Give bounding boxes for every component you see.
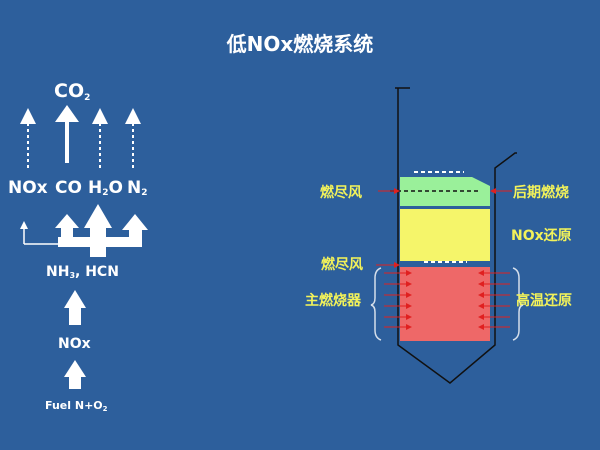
arrow-nox-to-nh3 — [64, 290, 86, 325]
co2-label: CO2 — [54, 80, 90, 103]
burnout-air-arrows-top — [378, 188, 512, 194]
page-title: 低NOx燃烧系统 — [226, 32, 374, 56]
species-h2o: H2O — [88, 178, 123, 198]
burner-arrowhead-right-5 — [478, 314, 484, 320]
left-brace — [370, 267, 382, 341]
fuel-label: Fuel N+O2 — [45, 399, 108, 413]
burner-injection-arrows — [384, 270, 510, 330]
furnace-schematic: 燃尽风 燃尽风 主燃烧器 后期燃烧 NOx还原 高温还原 — [305, 87, 572, 384]
burner-arrowhead-right-1 — [478, 270, 484, 276]
nox-reduction-zone — [400, 209, 490, 261]
branch-structure — [20, 204, 148, 257]
arrow-to-n2 — [125, 108, 141, 168]
burner-arrowhead-left-5 — [406, 314, 412, 320]
burner-arrowhead-right-4 — [478, 303, 484, 309]
arrow-to-co2 — [55, 105, 79, 163]
arrow-fuel-to-nox — [64, 360, 86, 389]
burner-arrowhead-left-3 — [406, 292, 412, 298]
late-combustion-label: 后期燃烧 — [513, 184, 569, 201]
main-burner-label: 主燃烧器 — [305, 292, 362, 309]
burner-arrowhead-right-3 — [478, 292, 484, 298]
nitrogen-chemistry-flow: CO2 NOx CO H2O N2 — [8, 80, 148, 413]
nox-label: NOx — [58, 336, 91, 352]
nox-reduction-label: NOx还原 — [511, 227, 572, 244]
main-combustion-zone — [400, 267, 490, 341]
right-brace — [512, 267, 524, 341]
furnace-wall — [395, 87, 517, 384]
burnout-air-arrows-mid — [376, 262, 400, 268]
arrow-to-nox — [20, 108, 36, 168]
burnout-air-label-mid: 燃尽风 — [321, 256, 363, 273]
burner-arrowhead-left-2 — [406, 281, 412, 287]
burnout-air-label-top: 燃尽风 — [320, 184, 362, 201]
nh3-hcn-label: NH3, HCN — [46, 264, 119, 280]
burner-arrowhead-left-1 — [406, 270, 412, 276]
arrow-to-h2o — [92, 108, 108, 168]
species-co: CO — [55, 178, 82, 198]
burner-arrowhead-left-6 — [406, 324, 412, 330]
burner-arrowhead-right-2 — [478, 281, 484, 287]
high-temp-reduction-label: 高温还原 — [516, 292, 572, 309]
species-nox: NOx — [8, 178, 48, 198]
species-n2: N2 — [127, 178, 148, 198]
burner-arrowhead-right-6 — [478, 324, 484, 330]
burner-arrowhead-left-4 — [406, 303, 412, 309]
late-combustion-zone — [400, 177, 490, 206]
